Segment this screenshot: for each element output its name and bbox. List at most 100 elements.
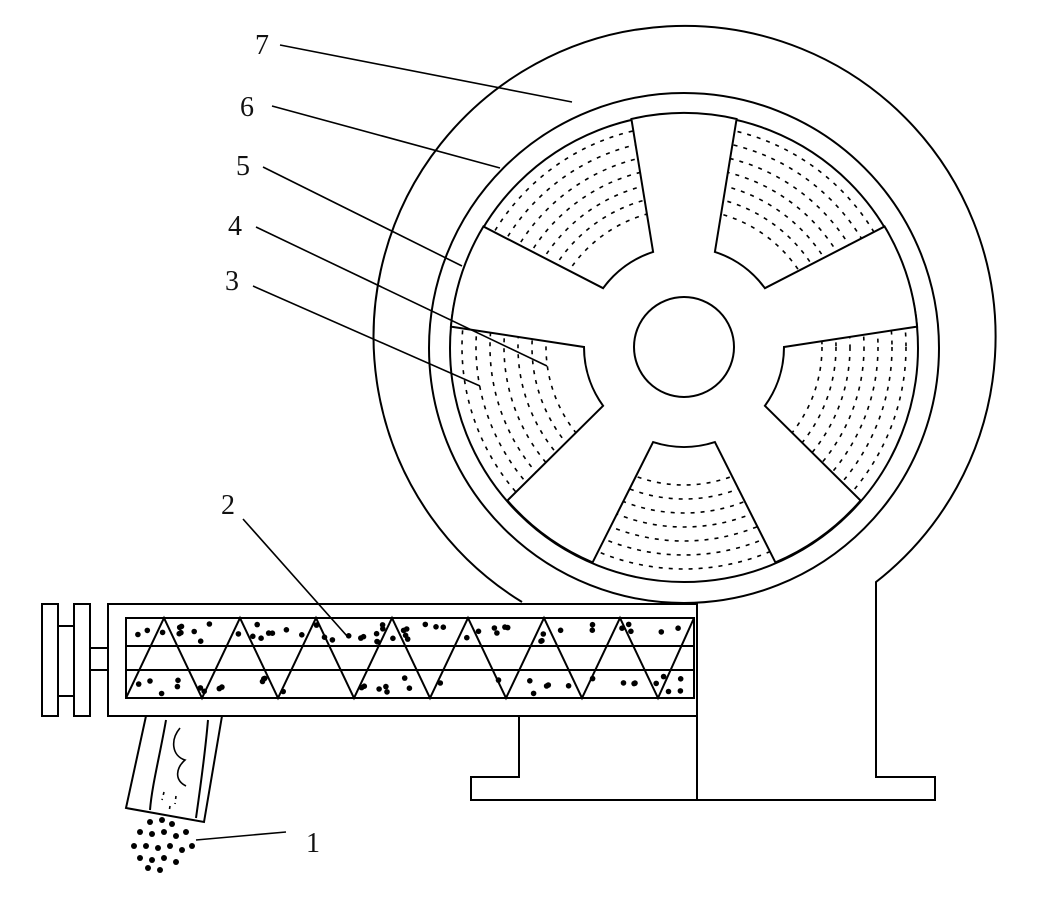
granule xyxy=(540,631,547,637)
granule xyxy=(259,678,266,685)
granule xyxy=(557,627,564,634)
pile-granule xyxy=(143,843,149,849)
granule xyxy=(675,625,681,631)
granule xyxy=(345,633,352,639)
granule xyxy=(475,628,482,635)
pile-granule xyxy=(183,829,189,835)
pile-granule xyxy=(173,859,179,865)
granule xyxy=(625,621,632,628)
leader-line-1 xyxy=(195,831,287,841)
chute-inner-left xyxy=(149,719,167,811)
granule xyxy=(464,634,470,641)
granule xyxy=(175,677,181,684)
granule xyxy=(658,629,665,635)
granule xyxy=(313,622,320,628)
granule xyxy=(178,629,184,636)
granule xyxy=(402,632,409,639)
dashed-ring-1 xyxy=(461,124,907,570)
granule xyxy=(201,688,207,695)
granule xyxy=(565,683,572,689)
pile-granule xyxy=(149,857,155,863)
granule xyxy=(283,627,290,633)
pile-granule xyxy=(157,867,163,873)
granule xyxy=(159,629,166,636)
dashed-ring-4 xyxy=(503,166,865,528)
outer-housing xyxy=(372,24,997,801)
granule xyxy=(178,623,185,630)
label-3: 3 xyxy=(225,266,239,297)
granule xyxy=(206,621,213,627)
dashed-ring-2 xyxy=(475,138,893,556)
label-4: 4 xyxy=(228,211,242,242)
pile-granule xyxy=(161,855,167,861)
pile-granule xyxy=(167,843,173,849)
leader-line-3 xyxy=(252,285,481,387)
granule xyxy=(632,680,638,686)
dashed-ring-6 xyxy=(531,194,837,500)
pile-granule xyxy=(173,833,179,839)
granule xyxy=(665,688,672,695)
chute-inner-right xyxy=(195,719,209,819)
leader-line-5 xyxy=(262,166,463,267)
granule xyxy=(390,635,396,642)
granule xyxy=(619,625,625,631)
granule xyxy=(258,635,264,641)
granule xyxy=(250,633,256,640)
pile-granule xyxy=(145,865,151,871)
granule xyxy=(384,689,390,695)
leader-line-2 xyxy=(242,518,348,637)
granule xyxy=(235,631,242,637)
granule xyxy=(433,624,439,630)
granule xyxy=(491,625,498,631)
screw-flight-line xyxy=(125,615,695,701)
leader-line-7 xyxy=(279,44,573,103)
granule xyxy=(269,630,276,636)
pile-granule xyxy=(169,821,175,827)
leader-line-4 xyxy=(255,226,548,367)
chute-material-curl xyxy=(172,727,187,787)
granule xyxy=(219,684,225,690)
granule xyxy=(373,630,380,637)
granule xyxy=(660,673,667,680)
granule xyxy=(539,637,545,644)
granule xyxy=(299,632,305,638)
granule xyxy=(406,685,413,691)
granule xyxy=(321,634,328,640)
granule xyxy=(440,624,447,630)
granule xyxy=(545,682,552,688)
pile-granule xyxy=(147,819,153,825)
label-7: 7 xyxy=(255,30,269,61)
granule xyxy=(197,638,204,644)
center-shaft xyxy=(633,296,735,398)
granule xyxy=(677,688,684,694)
pile-granule xyxy=(179,847,185,853)
pile-granule xyxy=(155,845,161,851)
coupling-flange-right xyxy=(73,603,91,717)
granule xyxy=(360,633,367,640)
drive-shaft xyxy=(89,647,109,671)
granule xyxy=(589,627,596,633)
conveyor-screw-box xyxy=(125,617,695,699)
discharge-chute xyxy=(124,715,223,824)
coupling-flange-left xyxy=(41,603,59,717)
granule xyxy=(504,624,511,631)
pile-granule xyxy=(189,843,195,849)
granule xyxy=(158,690,165,697)
granule xyxy=(422,621,429,628)
granule xyxy=(361,683,368,689)
pile-granule xyxy=(161,829,167,835)
granule xyxy=(437,680,444,686)
granule xyxy=(254,621,260,628)
granule xyxy=(329,637,336,643)
label-6: 6 xyxy=(240,92,254,123)
granule xyxy=(620,680,627,686)
granule xyxy=(135,631,141,638)
pile-granule xyxy=(149,831,155,837)
granule xyxy=(144,627,151,634)
granule xyxy=(653,680,659,687)
granule xyxy=(280,688,287,695)
granule xyxy=(400,627,407,634)
conveyor-trough xyxy=(107,603,698,800)
granule xyxy=(401,675,408,681)
